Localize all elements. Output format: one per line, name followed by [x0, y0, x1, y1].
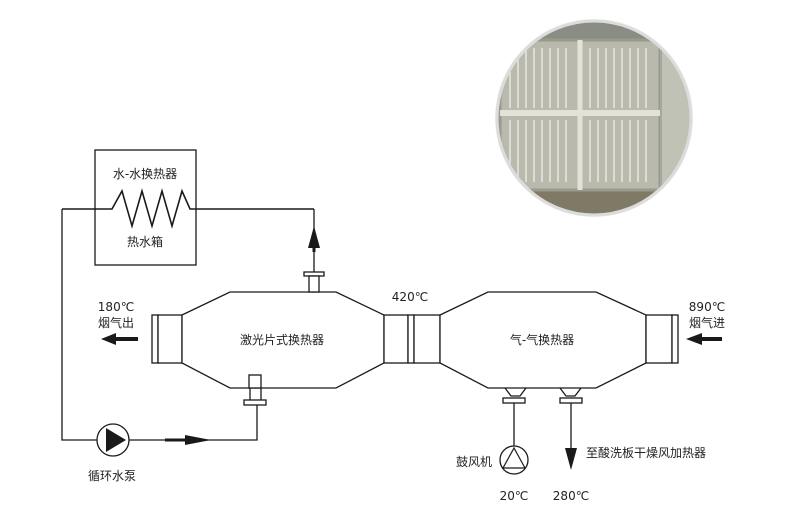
- pump-label: 循环水泵: [88, 469, 136, 483]
- mid-temp-label: 420℃: [392, 290, 428, 304]
- arrow-left-icon: [686, 333, 702, 345]
- arrow-right-icon: [185, 435, 211, 445]
- water-water-exchanger-box: [62, 149, 314, 266]
- arrow-up-icon: [308, 226, 320, 248]
- gas-exchanger-label: 气-气换热器: [510, 332, 574, 347]
- heater-temp-label: 280℃: [553, 489, 589, 503]
- inlet-name-label: 烟气进: [689, 315, 725, 330]
- heater-dest-label: 至酸洗板干燥风加热器: [586, 445, 706, 460]
- hot-water-tank-label: 热水箱: [127, 234, 163, 249]
- air-lines: [513, 403, 572, 450]
- laser-plate-exchanger: [151, 271, 409, 406]
- blower-label: 鼓风机: [456, 455, 492, 469]
- heat-exchanger-panel-photo: [495, 19, 693, 217]
- fin-lines: [509, 48, 647, 182]
- arrow-left-icon: [101, 333, 116, 345]
- inlet-temp-label: 890℃: [689, 300, 725, 314]
- outlet-name-label: 烟气出: [98, 315, 134, 330]
- flue-gas-out-arrow: [101, 333, 138, 345]
- flow-arrows: [165, 226, 320, 445]
- flue-gas-in-arrow: [686, 333, 722, 345]
- pump-icon: [96, 423, 130, 457]
- heat-coil: [62, 188, 314, 229]
- blower-temp-label: 20℃: [500, 489, 529, 503]
- blower-icon: [499, 445, 529, 475]
- laser-exchanger-label: 激光片式换热器: [240, 333, 324, 347]
- gas-gas-exchanger: [407, 291, 679, 404]
- arrow-down-icon: [565, 448, 577, 470]
- outlet-temp-label: 180℃: [98, 300, 134, 314]
- water-exchanger-label: 水-水换热器: [113, 167, 177, 181]
